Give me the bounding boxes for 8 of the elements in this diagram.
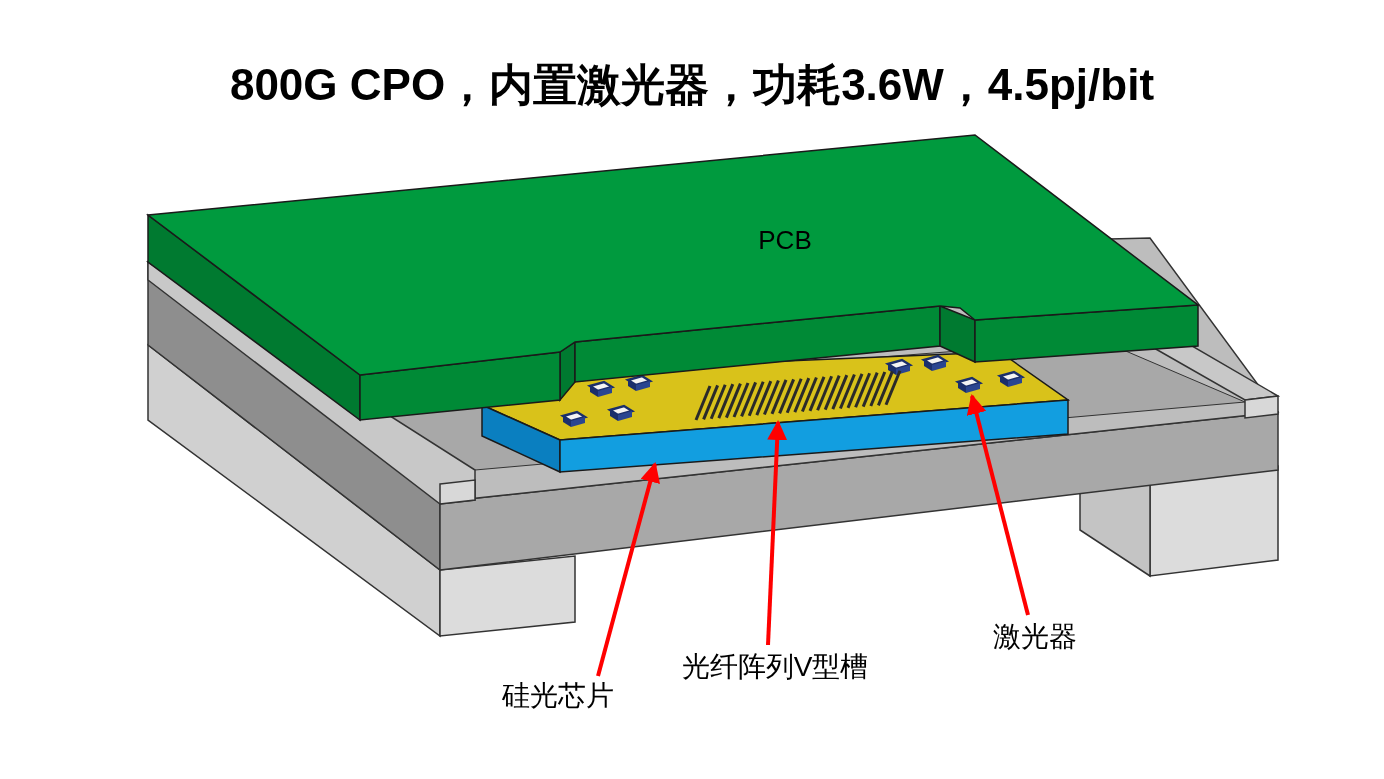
title: 800G CPO，内置激光器，功耗3.6W，4.5pj/bit xyxy=(228,59,1156,111)
leader-arrow xyxy=(966,394,1030,616)
leader-arrow xyxy=(596,462,660,677)
leader-label: 硅光芯片 xyxy=(480,672,635,720)
board-label: PCB xyxy=(758,223,812,257)
leader-arrow xyxy=(766,420,788,646)
leader-label: 光纤阵列V型槽 xyxy=(650,643,900,691)
leader-label: 激光器 xyxy=(970,613,1100,661)
